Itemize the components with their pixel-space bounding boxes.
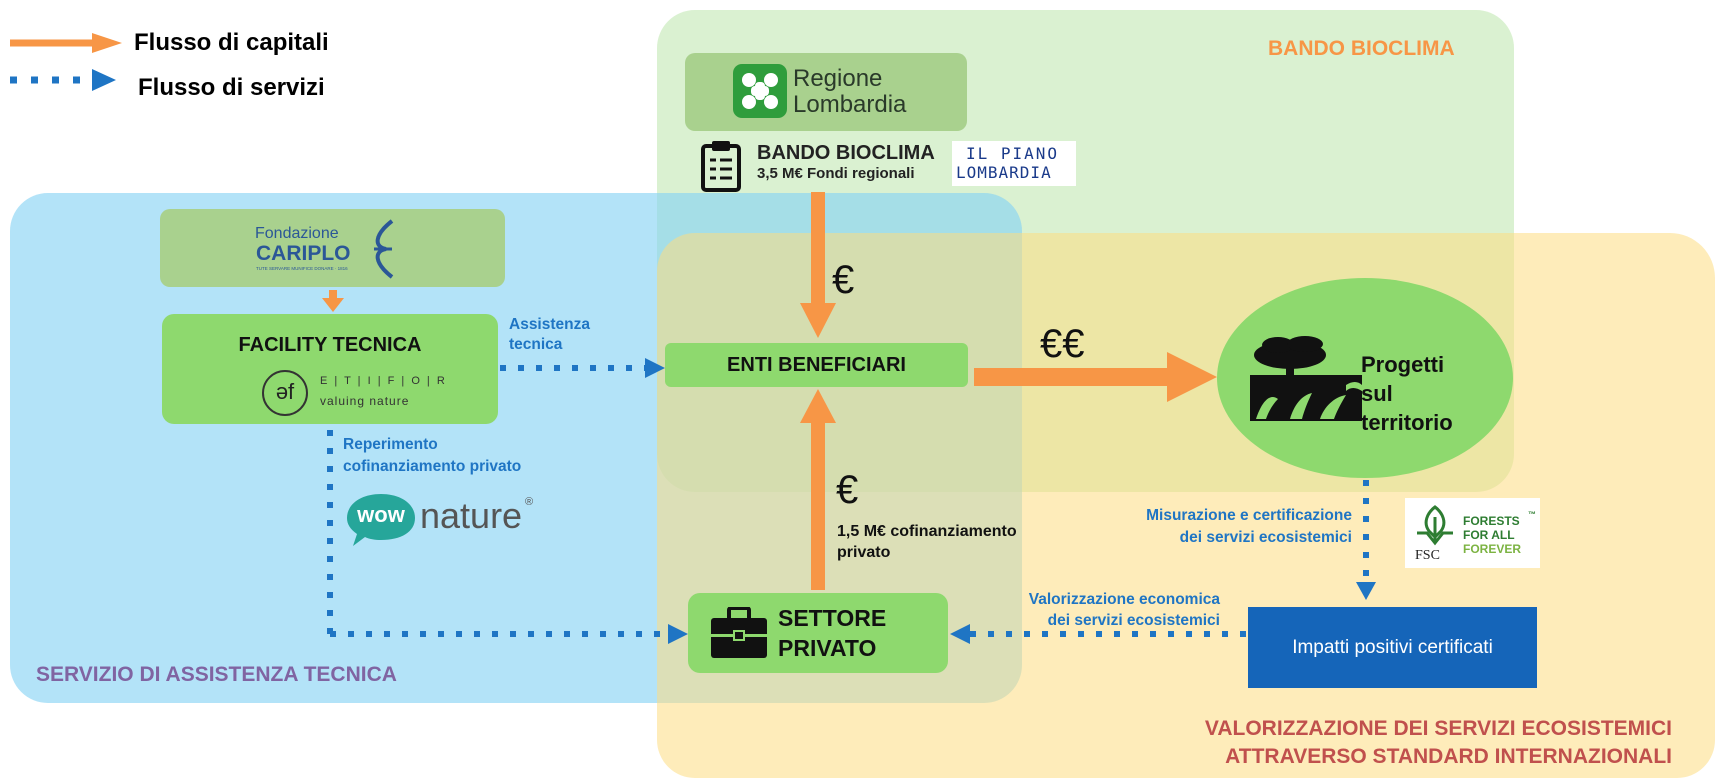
enti-title: ENTI BENEFICIARI	[727, 353, 906, 376]
cariplo-mark-icon	[374, 219, 394, 279]
assistenza-label-1: Assistenza	[509, 316, 590, 333]
valorizzazione-label-2: dei servizi ecosistemici	[1047, 612, 1220, 629]
wow-bubble-text: wow	[357, 502, 405, 527]
piano-line1: IL PIANO	[966, 144, 1060, 163]
cariplo-motto: TUTE SERVARE MUNIFICE DONARE · 1816	[256, 266, 348, 271]
fsc-tm: ™	[1528, 510, 1536, 519]
fsc-tree-icon	[1417, 505, 1453, 546]
regione-line1: Regione	[793, 65, 883, 92]
euro-enti-label: €€	[1040, 322, 1085, 366]
bando-title: BANDO BIOCLIMA	[757, 142, 935, 164]
wow-reg: ®	[525, 496, 534, 508]
euro-bando-label: €	[832, 258, 855, 302]
regione-lombardia-logo: Regione Lombardia	[685, 53, 967, 131]
clipboard-checklist-icon	[701, 141, 741, 192]
misurazione-label-2: dei servizi ecosistemici	[1179, 529, 1352, 546]
fondazione-cariplo-logo: Fondazione CARIPLO TUTE SERVARE MUNIFICE…	[160, 209, 505, 287]
zone-bando-title: BANDO BIOCLIMA	[1268, 37, 1455, 60]
legend-capital-flow: Flusso di capitali	[134, 29, 329, 56]
forest-icon	[1250, 336, 1362, 421]
legend-service-flow: Flusso di servizi	[138, 74, 325, 101]
enti-beneficiari-box: ENTI BENEFICIARI	[665, 343, 968, 387]
regione-line2: Lombardia	[793, 91, 907, 118]
il-piano-lombardia-logo: IL PIANO LOMBARDIA	[952, 141, 1076, 186]
fsc-logo: FSC FORESTS ™ FOR ALL FOREVER	[1405, 498, 1540, 568]
facility-title: FACILITY TECNICA	[238, 334, 422, 356]
wow-nature-logo: wow nature ®	[345, 492, 535, 554]
etifor-brand: E | T | I | F | O | R	[320, 375, 447, 387]
fsc-label: FSC	[1415, 548, 1440, 563]
zone-valor-title-1: VALORIZZAZIONE DEI SERVIZI ECOSISTEMICI	[1204, 717, 1672, 740]
etifor-mark: əf	[275, 379, 295, 404]
bando-funds: 3,5 M€ Fondi regionali	[757, 165, 915, 182]
settore-line1: SETTORE	[778, 605, 887, 631]
cofin-line1: 1,5 M€ cofinanziamento	[837, 523, 1017, 540]
misurazione-label-1: Misurazione e certificazione	[1146, 507, 1352, 524]
impatti-title: Impatti positivi certificati	[1292, 636, 1493, 658]
settore-privato-box: SETTORE PRIVATO	[688, 593, 948, 673]
cariplo-line1: Fondazione	[255, 225, 339, 242]
valorizzazione-label-1: Valorizzazione economica	[1028, 591, 1220, 608]
wow-bubble-icon	[347, 494, 415, 546]
etifor-tagline: valuing nature	[320, 394, 410, 408]
impatti-certificati-box: Impatti positivi certificati	[1248, 607, 1537, 688]
facility-tecnica-box: FACILITY TECNICA əf E | T | I | F | O | …	[162, 314, 498, 424]
fsc-line2: FOR ALL	[1463, 528, 1515, 542]
zone-valor-title-2: ATTRAVERSO STANDARD INTERNAZIONALI	[1225, 745, 1672, 768]
cofin-line2: privato	[837, 544, 891, 561]
wow-word: nature	[420, 495, 523, 536]
fsc-line3: FOREVER	[1463, 542, 1522, 556]
zone-assist-title: SERVIZIO DI ASSISTENZA TECNICA	[36, 663, 397, 686]
fsc-line1: FORESTS	[1463, 514, 1520, 528]
regione-lombardia-logo-icon	[733, 64, 787, 118]
reperimento-label-1: Reperimento	[343, 436, 438, 453]
settore-line2: PRIVATO	[778, 635, 877, 661]
briefcase-icon	[711, 607, 767, 658]
reperimento-label-2: cofinanziamento privato	[343, 458, 522, 475]
progetti-line1: Progetti	[1361, 352, 1445, 377]
progetti-line2: sul	[1361, 381, 1393, 406]
euro-privato-label: €	[836, 468, 859, 512]
progetti-line3: territorio	[1361, 410, 1453, 435]
assistenza-label-2: tecnica	[509, 336, 563, 353]
etifor-logo-icon: əf	[262, 370, 308, 416]
piano-line2: LOMBARDIA	[956, 163, 1052, 182]
cariplo-line2: CARIPLO	[256, 242, 351, 265]
